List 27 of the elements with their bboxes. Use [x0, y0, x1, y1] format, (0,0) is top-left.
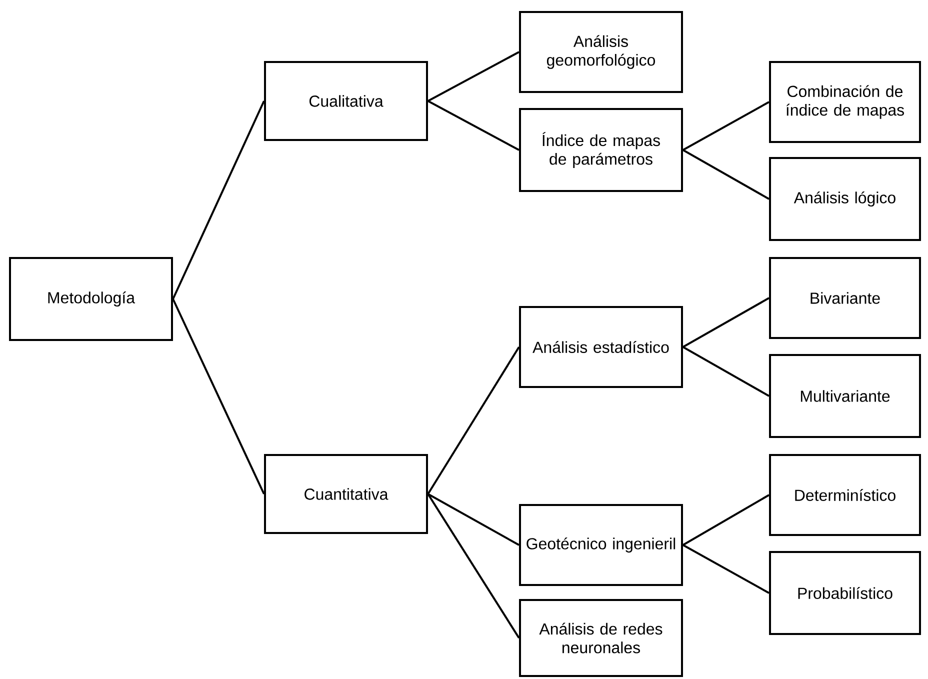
process-box: Determinístico	[769, 454, 921, 536]
process-box: Análisis estadístico	[519, 306, 683, 388]
connector-line	[682, 101, 770, 151]
connector-line	[682, 149, 770, 200]
process-box: Cualitativa	[264, 61, 428, 141]
process-box: Análisis geomorfológico	[519, 11, 683, 93]
connector-line	[428, 51, 520, 102]
connector-line	[172, 298, 265, 494]
process-box: Multivariante	[769, 354, 921, 438]
process-box: Análisis lógico	[769, 157, 921, 241]
connector-line	[682, 494, 770, 546]
connector-line	[428, 493, 520, 546]
process-box: Cuantitativa	[264, 454, 428, 534]
process-box: Metodología	[9, 257, 173, 341]
process-box: Combinación de índice de mapas	[769, 61, 921, 143]
process-box: Geotécnico ingenieril	[519, 504, 683, 586]
connector-line	[682, 297, 770, 348]
process-box: Probabilístico	[769, 551, 921, 635]
connector-line	[428, 100, 520, 151]
process-box: Análisis de redes neuronales	[519, 599, 683, 677]
connector-line	[682, 544, 770, 594]
process-box: Índice de mapas de parámetros	[519, 108, 683, 192]
connector-line	[682, 346, 770, 397]
connector-line	[427, 346, 520, 495]
connector-line	[172, 100, 265, 300]
process-box: Bivariante	[769, 257, 921, 339]
connector-line	[427, 493, 520, 639]
